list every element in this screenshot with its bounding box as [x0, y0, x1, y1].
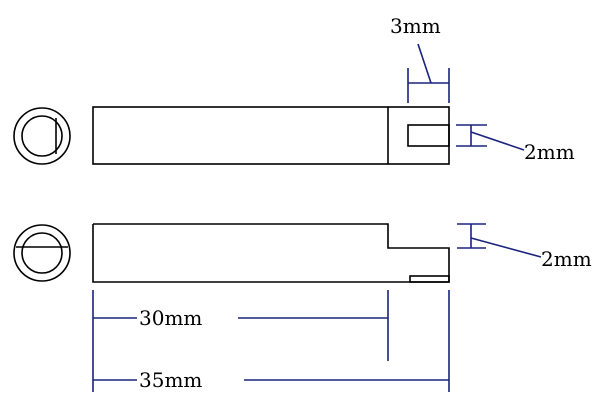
- top-end-view-outer-circle: [13, 107, 71, 165]
- top-slot: [407, 124, 450, 147]
- dimension-lines: [92, 43, 542, 392]
- bottom-notch: [409, 275, 450, 283]
- top-end-view-inner-circle: [21, 115, 63, 157]
- top-bar-body: [92, 106, 450, 165]
- label-35mm: 35mm: [139, 368, 202, 392]
- dim-3mm-leader: [417, 43, 432, 84]
- bottom-bar-profile: [92, 223, 450, 283]
- dim-2mm-bottom-leader: [470, 237, 542, 258]
- label-30mm: 30mm: [139, 306, 202, 330]
- bottom-end-view-outer-circle: [13, 224, 71, 282]
- label-2mm-bottom: 2mm: [541, 247, 592, 271]
- label-2mm-top: 2mm: [524, 140, 575, 164]
- bottom-end-view-inner-circle: [21, 232, 63, 274]
- label-3mm: 3mm: [390, 14, 441, 38]
- bottom-view: [13, 223, 450, 283]
- dim-2mm-top-leader: [470, 131, 525, 151]
- top-view: [13, 106, 450, 165]
